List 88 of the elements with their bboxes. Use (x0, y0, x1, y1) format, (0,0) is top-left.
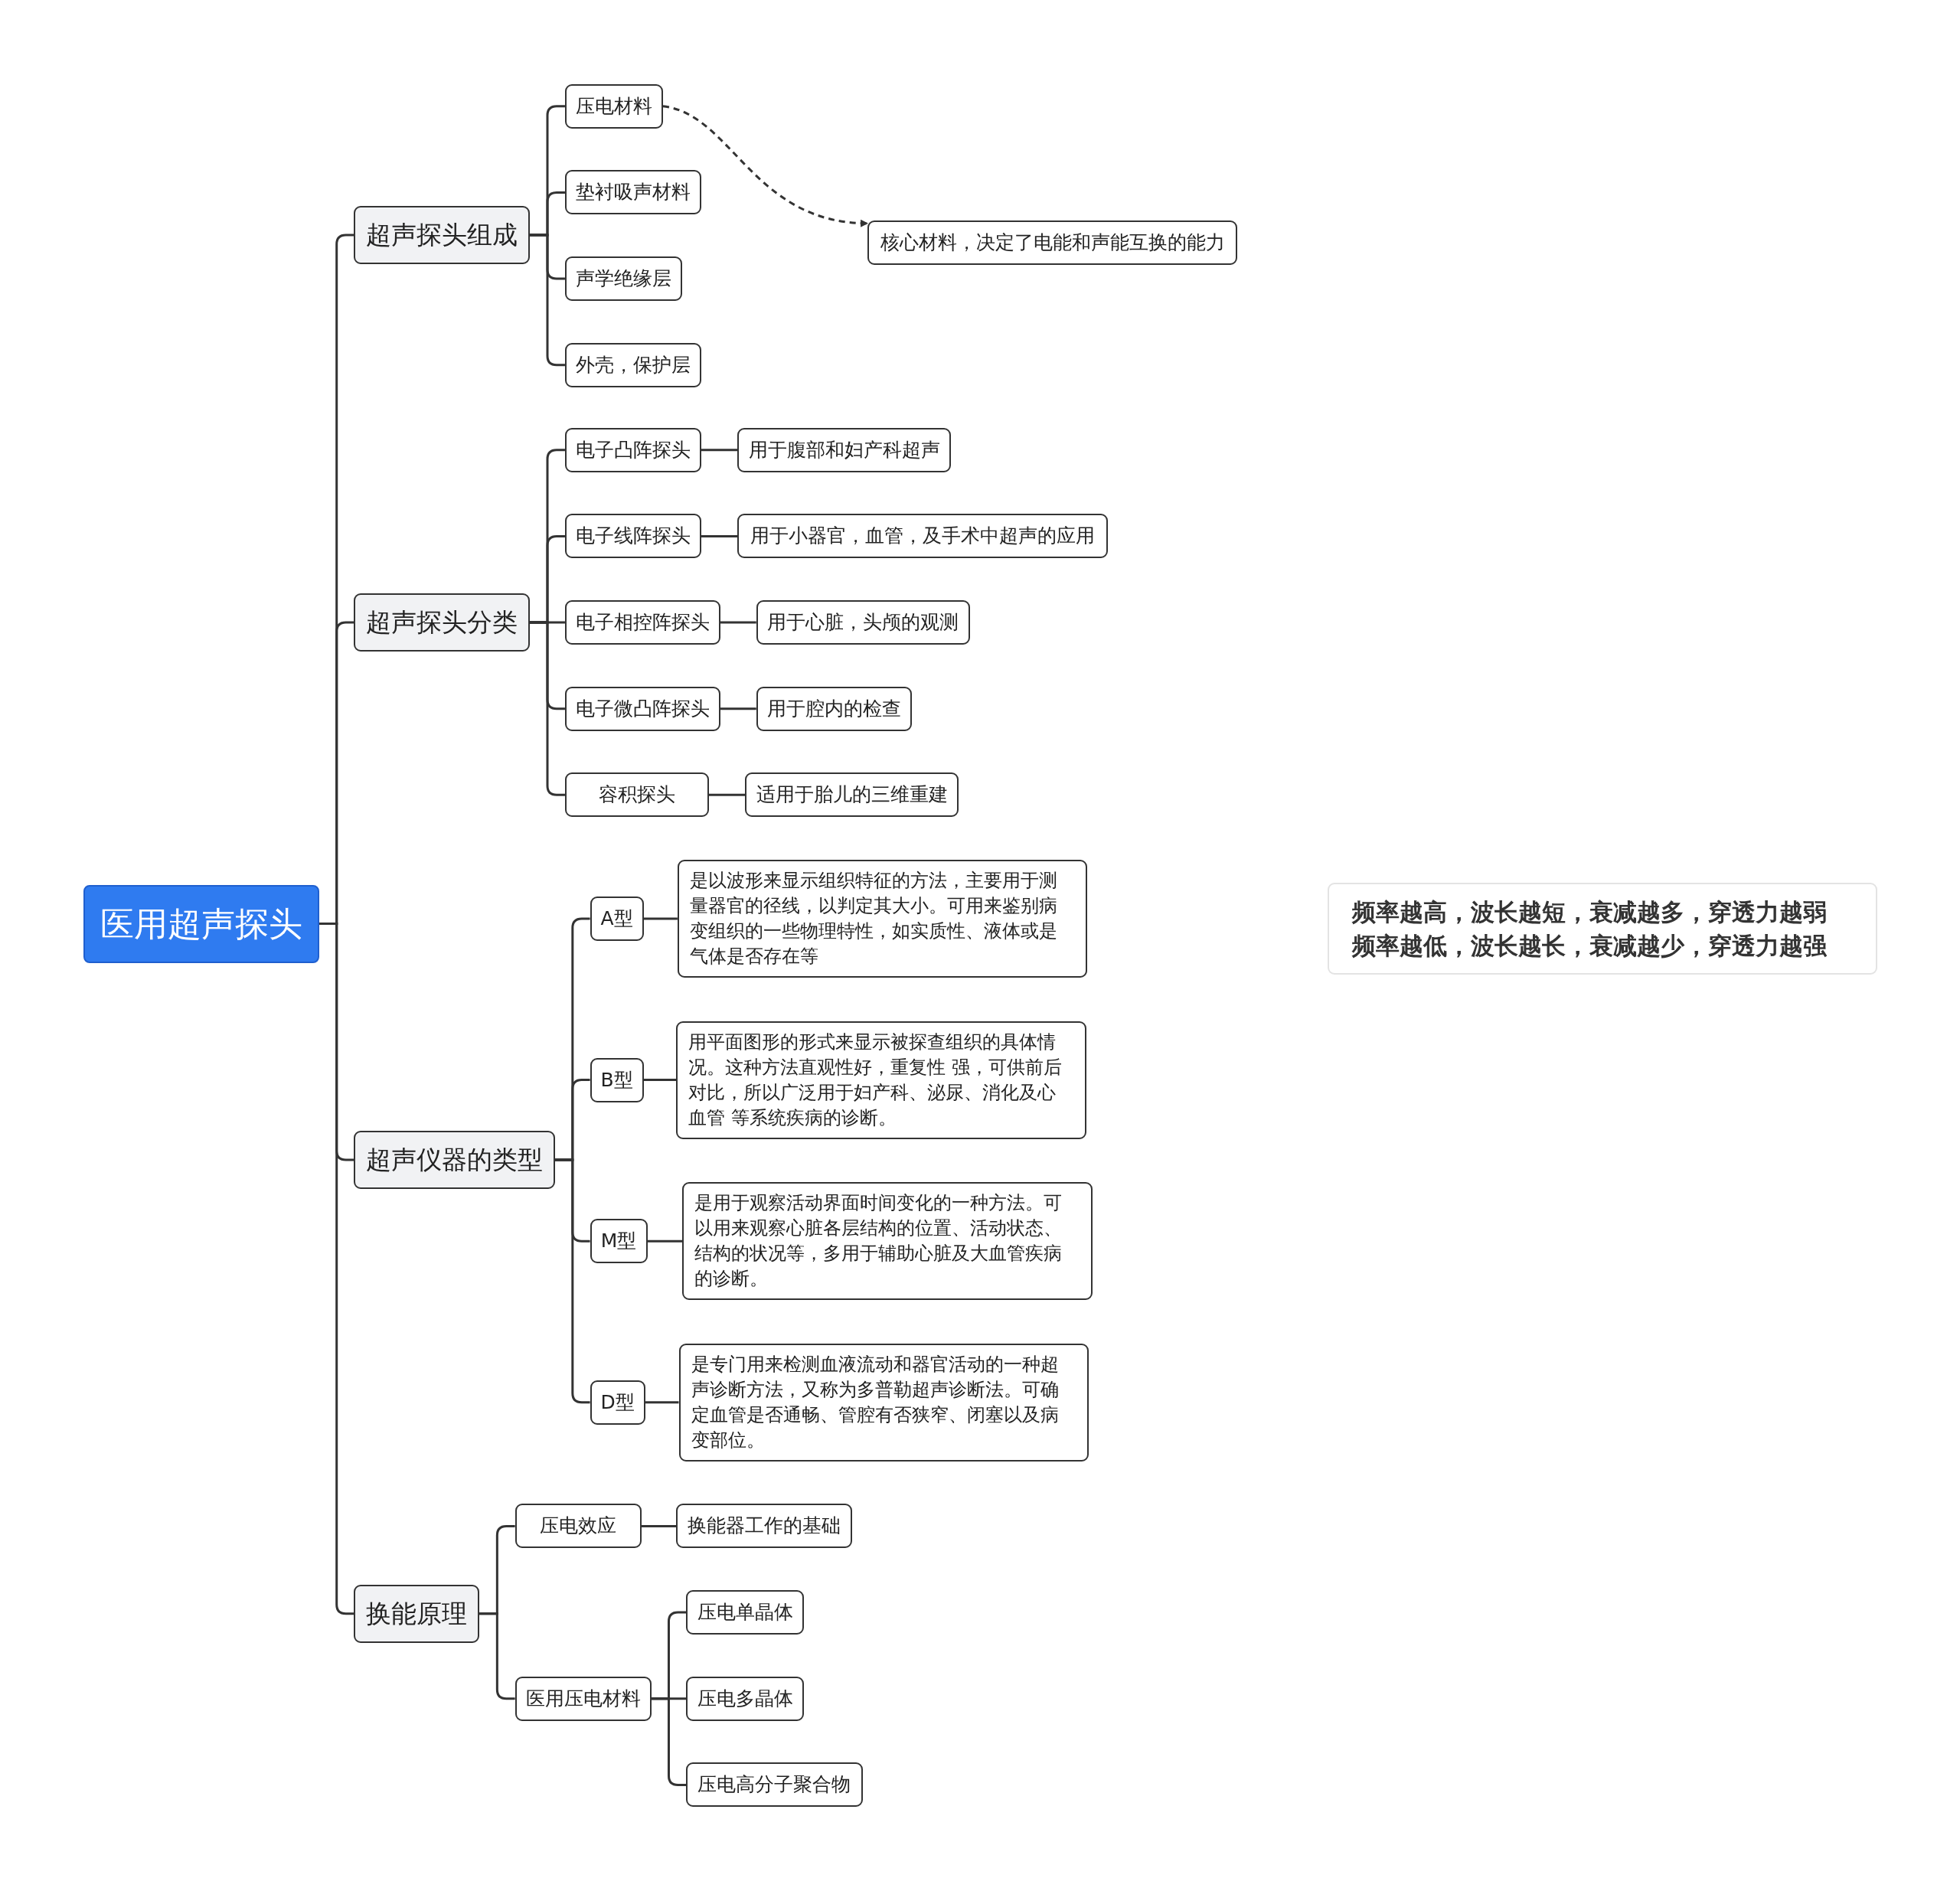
subtopic-box (564, 342, 701, 387)
connector-line (643, 917, 678, 920)
subtopic-text: 电子凸阵探头 (575, 438, 691, 461)
subtopic-text: M型 (600, 1230, 637, 1253)
connector-line (643, 1079, 677, 1082)
subtopic-box (737, 427, 952, 472)
topic-box (354, 593, 531, 652)
subtopic-text: 声学绝缘层 (575, 267, 671, 290)
topic-text: 超声探头组成 (366, 219, 518, 250)
subtopic-text: 电子微凸阵探头 (575, 697, 710, 720)
subtopic-box (514, 1504, 642, 1549)
subtopic-text: 换能器工作的基础 (688, 1514, 841, 1537)
subtopic-text: 容积探头 (598, 783, 675, 806)
subtopic-box (564, 256, 682, 302)
subtopic-box (686, 1762, 863, 1808)
central-topic-box (83, 884, 320, 963)
connector-line (530, 621, 565, 796)
note-text: 频率越低，波长越长，衰减越少，穿透力越强 (1351, 931, 1828, 962)
subtopic-box (564, 170, 701, 215)
connector-line (701, 449, 738, 452)
topic-box (354, 205, 531, 264)
description-text: 是以波形来显示组织特征的方法，主要用于测量器官的径线，以判定其大小。可用来鉴别病变组织的一些物理特性，如实质性、液体或是气体是否存在等 (689, 870, 1057, 967)
connector-line (651, 1697, 687, 1786)
subtopic-text: D型 (600, 1390, 635, 1413)
topic-box (354, 1131, 556, 1190)
subtopic-text: 用于腹部和妇产科超声 (748, 438, 940, 461)
connector-line (555, 1158, 590, 1404)
subtopic-box (564, 83, 663, 129)
subtopic-text: 压电多晶体 (697, 1687, 793, 1710)
subtopic-box (686, 1590, 804, 1635)
subtopic-text: 外壳，保护层 (575, 353, 691, 376)
subtopic-box (737, 514, 1108, 559)
subtopic-box (590, 1219, 648, 1264)
subtopic-text: A型 (600, 907, 633, 929)
subtopic-text: 用于心脏，头颅的观测 (767, 611, 959, 634)
subtopic-text: 压电效应 (540, 1514, 617, 1537)
central-topic-text: 医用超声探头 (100, 903, 303, 943)
subtopic-text: 电子线阵探头 (575, 524, 691, 547)
description-box (682, 1182, 1093, 1301)
subtopic-box (867, 220, 1238, 265)
subtopic-text: 医用压电材料 (525, 1687, 641, 1710)
subtopic-box (564, 600, 720, 645)
description-box (676, 1021, 1086, 1139)
subtopic-box (564, 772, 709, 818)
subtopic-text: B型 (600, 1068, 633, 1091)
subtopic-text: 适用于胎儿的三维重建 (756, 783, 948, 806)
connector-line (645, 1401, 679, 1404)
subtopic-box (590, 1057, 644, 1102)
connector-line (708, 793, 746, 796)
description-box (677, 860, 1088, 978)
description-text: 是用于观察活动界面时间变化的一种方法。可以用来观察心脏各层结构的位置、活动状态、结构的状况等，多用于辅助心脏及大血管疾病的诊断。 (694, 1192, 1063, 1290)
dashed-arrow (662, 105, 869, 227)
subtopic-box (756, 686, 912, 731)
note-box (1327, 883, 1878, 975)
subtopic-box (686, 1676, 804, 1721)
subtopic-text: 核心材料，决定了电能和声能互换的能力 (880, 230, 1225, 253)
connector-line (641, 1524, 677, 1527)
connector-line (319, 923, 354, 1615)
topic-box (354, 1584, 480, 1643)
connector-line (720, 707, 756, 710)
topic-text: 超声仪器的类型 (366, 1145, 544, 1175)
connector-line (479, 1612, 515, 1700)
subtopic-text: 用于小器官，血管，及手术中超声的应用 (750, 524, 1095, 547)
subtopic-box (564, 514, 701, 559)
subtopic-box (756, 600, 970, 645)
connector-line (701, 534, 738, 537)
connector-line (647, 1239, 683, 1243)
subtopic-box (514, 1676, 652, 1721)
subtopic-box (590, 897, 644, 941)
description-box (678, 1343, 1089, 1462)
subtopic-text: 压电单晶体 (697, 1601, 793, 1624)
subtopic-text: 用于腔内的检查 (766, 697, 901, 720)
topic-text: 换能原理 (366, 1598, 468, 1628)
subtopic-box (676, 1504, 853, 1549)
subtopic-box (590, 1380, 645, 1425)
note-text: 频率越高，波长越短，衰减越多，穿透力越弱 (1351, 897, 1828, 928)
topic-text: 超声探头分类 (366, 607, 518, 638)
connector-line (720, 621, 756, 624)
subtopic-box (564, 427, 701, 472)
subtopic-text: 压电高分子聚合物 (697, 1773, 851, 1796)
subtopic-box (564, 686, 720, 731)
connector-line (530, 234, 565, 367)
description-text: 用平面图形的形式来显示被探查组织的具体情况。这种方法直观性好，重复性 强，可供前后对比，所以广泛用于妇产科、泌尿、消化及心血管 等系统疾病的诊断。 (688, 1030, 1062, 1128)
subtopic-text: 压电材料 (575, 94, 652, 117)
subtopic-text: 电子相控阵探头 (575, 611, 710, 634)
subtopic-box (745, 772, 959, 818)
description-text: 是专门用来检测血液流动和器官活动的一种超声诊断方法，又称为多普勒超声诊断法。可确定血管是否通畅、管腔有否狭窄、闭塞以及病变部位。 (691, 1353, 1059, 1451)
subtopic-text: 垫衬吸声材料 (575, 181, 691, 204)
